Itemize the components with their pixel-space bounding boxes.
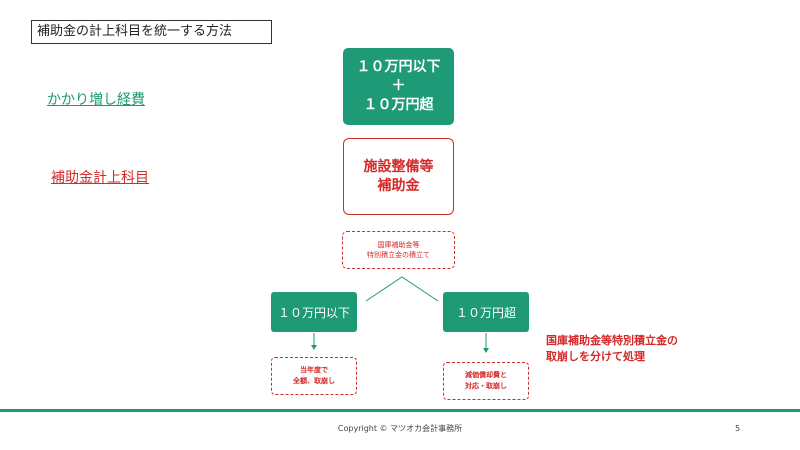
reserve-box: 国庫補助金等 特別積立金の積立て <box>342 231 455 269</box>
footer-copyright: Copyright © マツオカ会計事務所 <box>337 424 463 433</box>
amount-combined-plus: ＋ <box>391 78 406 94</box>
subsidy-line1: 施設整備等 <box>363 158 434 175</box>
full-reversal-line2: 全額、取崩し <box>293 377 335 385</box>
depreciation-note-box: 減価償却費と 対応・取崩し <box>443 362 529 400</box>
amount-combined-line1: １０万円以下 <box>356 59 441 75</box>
subsidy-line2: 補助金 <box>377 177 420 194</box>
depreciation-line2: 対応・取崩し <box>465 382 507 390</box>
branch-connector <box>365 276 439 302</box>
amount-combined-line3: １０万円超 <box>363 97 434 113</box>
reserve-line1: 国庫補助金等 <box>377 241 420 249</box>
reserve-line2: 特別積立金の積立て <box>367 251 430 259</box>
depreciation-line1: 減価償却費と <box>465 371 507 379</box>
separate-processing-line2: 取崩しを分けて処理 <box>546 350 645 363</box>
full-reversal-note-box: 当年度で 全額、取崩し <box>271 357 357 395</box>
left-arrowhead <box>311 345 317 350</box>
full-reversal-line1: 当年度で <box>300 366 328 374</box>
page-number: 5 <box>735 424 741 433</box>
slide-title: 補助金の計上科目を統一する方法 <box>31 20 272 44</box>
amount-under-box: １０万円以下 <box>271 292 357 332</box>
footer-divider <box>0 409 800 412</box>
kakari-label: かかり増し経費 <box>47 92 145 108</box>
right-arrowhead <box>483 348 489 353</box>
subsidy-box: 施設整備等 補助金 <box>343 138 454 215</box>
amount-over-box: １０万円超 <box>443 292 529 332</box>
separate-processing-note: 国庫補助金等特別積立金の 取崩しを分けて処理 <box>546 333 678 365</box>
separate-processing-line1: 国庫補助金等特別積立金の <box>546 334 678 347</box>
amount-combined-box: １０万円以下 ＋ １０万円超 <box>343 48 454 125</box>
kamoku-label: 補助金計上科目 <box>51 170 149 186</box>
